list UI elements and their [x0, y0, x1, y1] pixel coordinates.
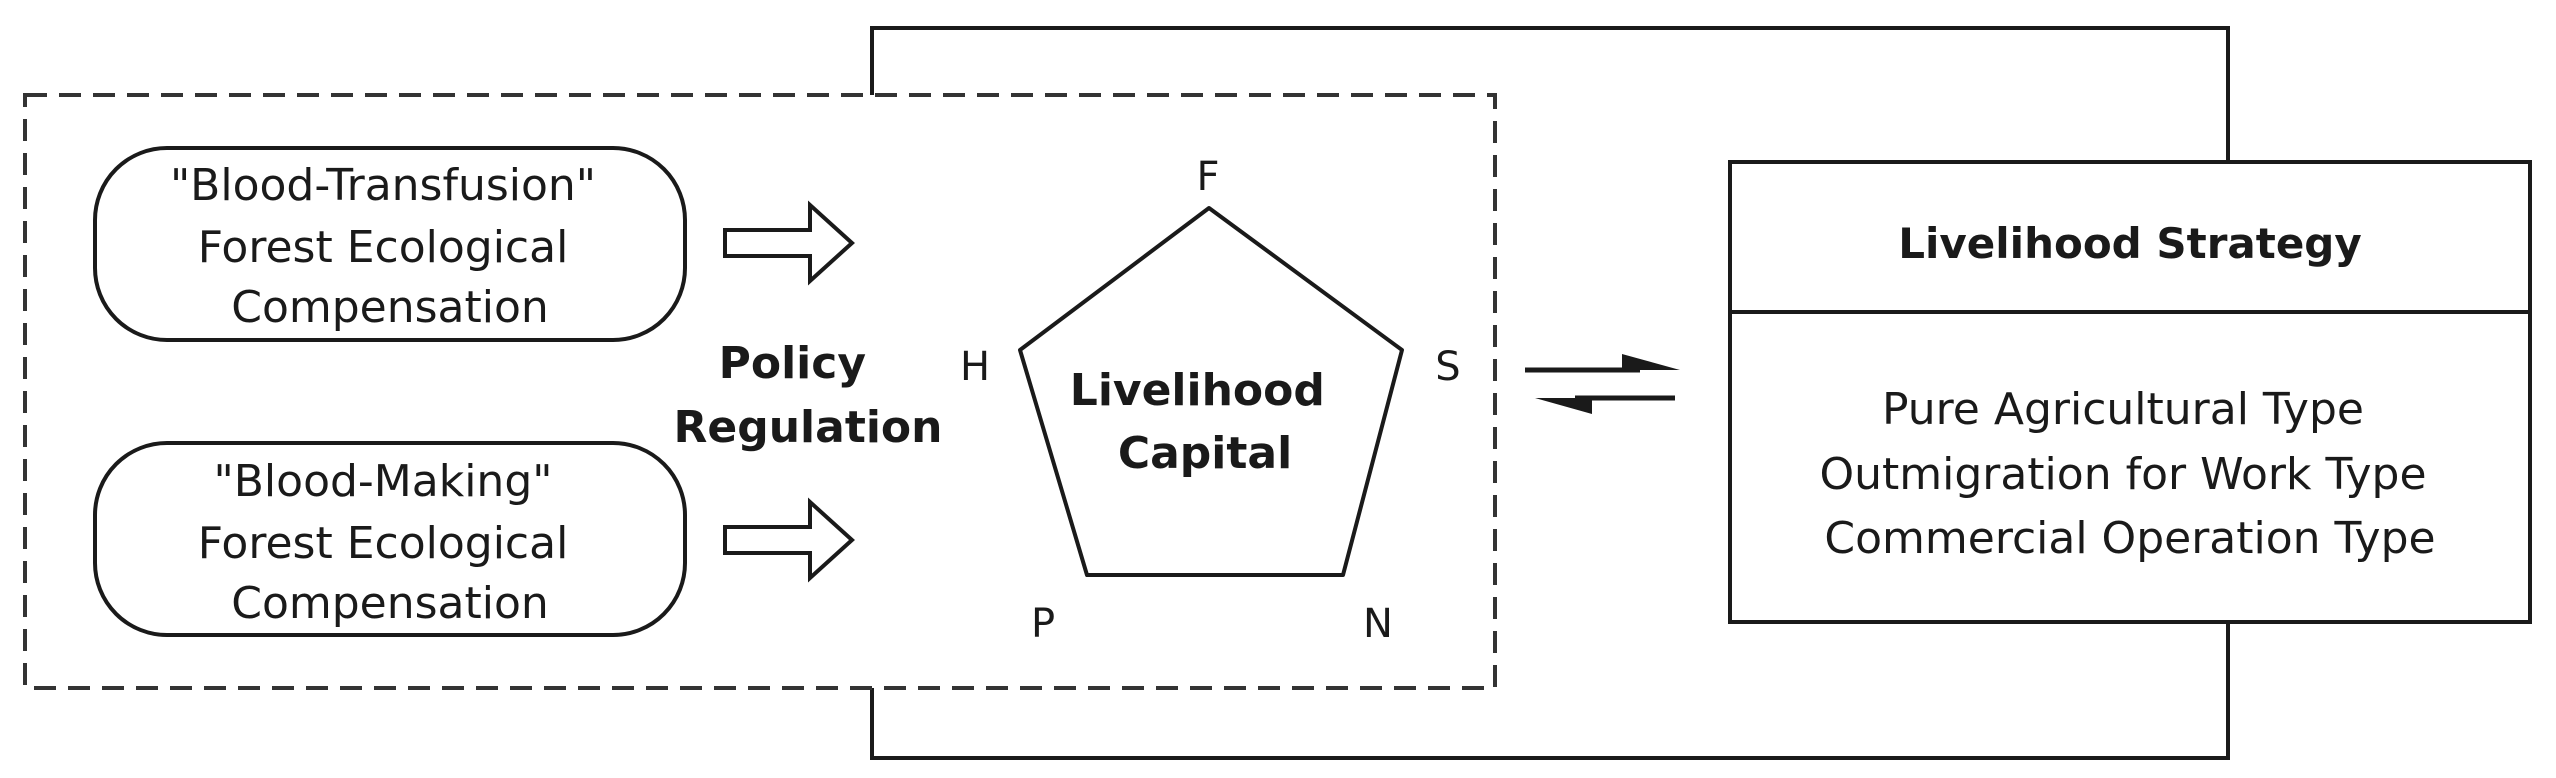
- policy-input-1-line-3: Compensation: [231, 282, 549, 333]
- policy-regulation-line-1: Policy: [719, 338, 866, 389]
- vertex-label-n: N: [1363, 601, 1393, 647]
- policy-input-1-line-2: Forest Ecological: [198, 222, 569, 273]
- svg-text:Policy Regulation: Policy Regulation: [674, 338, 943, 453]
- livelihood-strategy-title: Livelihood Strategy: [1898, 219, 2362, 268]
- livelihood-capital-line-2: Capital: [1118, 428, 1292, 479]
- svg-text:"Blood-Transfusion" Forest: "Blood-Transfusion" Forest Ecological Co…: [170, 160, 610, 333]
- strategy-type-item: Outmigration for Work Type: [1819, 449, 2426, 500]
- hollow-arrow-right-icon: [723, 497, 855, 583]
- hollow-arrow-right-icon: [723, 200, 855, 286]
- policy-regulation-line-2: Regulation: [674, 402, 943, 453]
- livelihood-capital-pentagon: [1018, 206, 1404, 577]
- policy-input-blood-transfusion-box: [93, 146, 687, 342]
- livelihood-capital-line-1: Livelihood: [1070, 365, 1325, 416]
- svg-text:Livelihood Capital: Livelihood Capital: [1070, 365, 1340, 479]
- feedback-loop-top: [870, 26, 2230, 162]
- vertex-label-p: P: [1031, 601, 1055, 647]
- strategy-type-item: Commercial Operation Type: [1824, 513, 2435, 564]
- svg-text:Pure Agricultural Type Out: Pure Agricultural Type Outmigration for …: [1819, 384, 2440, 564]
- feedback-loop-bottom: [870, 622, 2230, 760]
- vertex-label-f: F: [1196, 154, 1219, 200]
- policy-input-2-line-2: Forest Ecological: [198, 518, 569, 569]
- policy-input-2-line-3: Compensation: [231, 578, 549, 629]
- policy-input-blood-making-box: [93, 441, 687, 637]
- svg-text:"Blood-Making" Forest Ecol: "Blood-Making" Forest Ecological Compens…: [198, 456, 583, 629]
- vertex-label-h: H: [960, 344, 990, 390]
- policy-input-1-line-1: "Blood-Transfusion": [170, 160, 596, 211]
- bidirectional-arrows-icon: [1525, 354, 1680, 414]
- livelihood-strategy-box: [1728, 160, 2532, 624]
- policy-input-2-line-1: "Blood-Making": [214, 456, 553, 507]
- strategy-type-item: Pure Agricultural Type: [1882, 384, 2364, 435]
- vertex-label-s: S: [1435, 344, 1460, 390]
